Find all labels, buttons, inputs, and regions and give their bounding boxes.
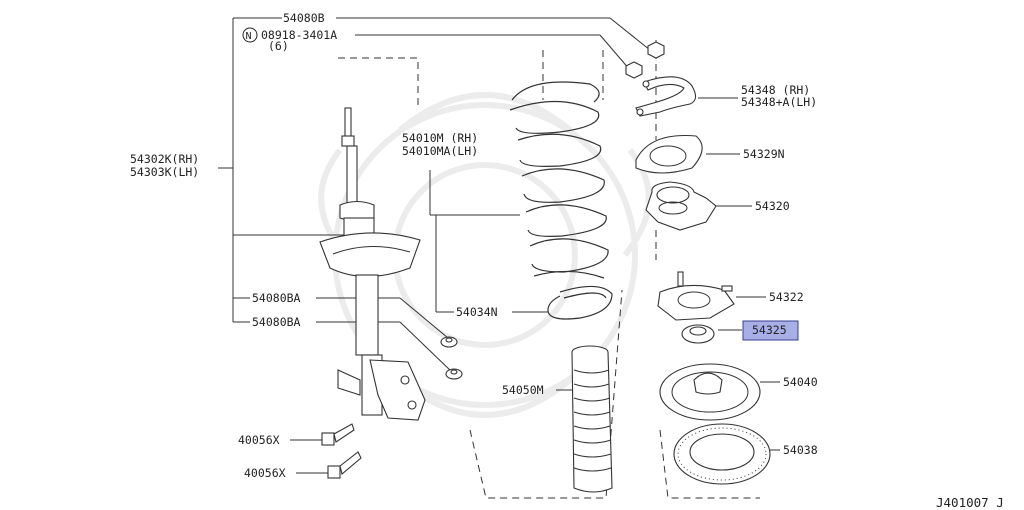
dust-boot-54050m: [571, 345, 613, 493]
bolts-40056x: [321, 423, 362, 479]
label-54080ba-2[interactable]: 54080BA: [252, 315, 301, 329]
label-40056x-1[interactable]: 40056X: [238, 433, 280, 447]
label-54038[interactable]: 54038: [783, 443, 818, 457]
highlight-54325: [742, 320, 799, 341]
label-54329n[interactable]: 54329N: [743, 147, 785, 161]
callout-labels[interactable]: 54080B N 08918-3401A (6) 54348 (RH) 5434…: [130, 11, 1004, 510]
leader-lines: [218, 17, 780, 474]
label-54325[interactable]: 54325: [752, 323, 787, 337]
mount-nuts: [625, 41, 665, 79]
label-54080ba-1[interactable]: 54080BA: [252, 291, 301, 305]
label-54302k-rh[interactable]: 54302K(RH): [130, 152, 199, 166]
label-54322[interactable]: 54322: [769, 290, 804, 304]
coil-spring: [509, 81, 609, 279]
diagram-code: J401007 J: [936, 495, 1004, 510]
spring-seat-54034n: [547, 285, 613, 320]
mount-insulator-54320: [645, 181, 717, 231]
washers-nuts-strut: [440, 336, 463, 380]
label-54010m-rh[interactable]: 54010M (RH): [402, 131, 478, 145]
label-40056x-2[interactable]: 40056X: [244, 466, 286, 480]
label-54050m[interactable]: 54050M: [502, 383, 544, 397]
shock-absorber-strut: [319, 107, 426, 421]
label-54348-rh[interactable]: 54348 (RH): [741, 83, 810, 97]
label-54348a-lh[interactable]: 54348+A(LH): [741, 95, 817, 109]
gasket-54329n: [635, 134, 703, 174]
label-54080b[interactable]: 54080B: [283, 11, 325, 25]
upper-spring-seat-54040: [659, 363, 761, 421]
label-54034n[interactable]: 54034N: [456, 305, 498, 319]
nut-symbol-circle: [242, 27, 258, 43]
label-08918-qty: (6): [268, 39, 289, 53]
rubber-seat-54038: [673, 423, 771, 485]
bearing-54325: [681, 324, 715, 344]
label-54010ma-lh[interactable]: 54010MA(LH): [402, 144, 478, 158]
label-08918-3401a[interactable]: 08918-3401A: [261, 28, 337, 42]
label-54040[interactable]: 54040: [783, 375, 818, 389]
nut-symbol-letter: N: [246, 31, 252, 42]
strut-mount-54322: [657, 271, 735, 321]
mount-plate-54348: [635, 76, 697, 117]
label-54320[interactable]: 54320: [755, 199, 790, 213]
label-54303k-lh[interactable]: 54303K(LH): [130, 165, 199, 179]
